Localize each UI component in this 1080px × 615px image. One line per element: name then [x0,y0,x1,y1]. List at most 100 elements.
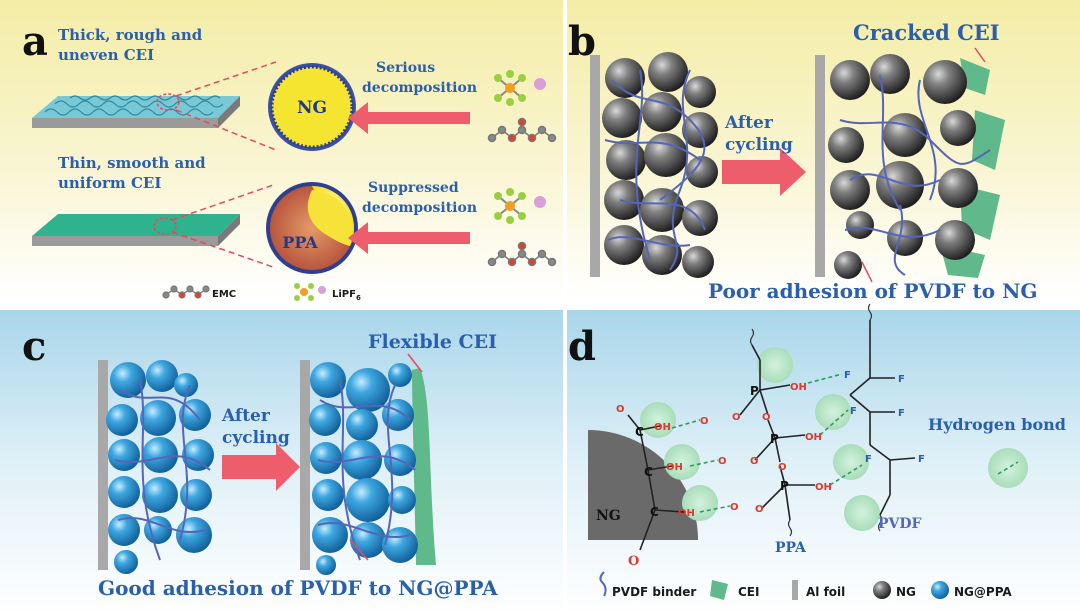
ngppa-particle [108,439,140,471]
after-cycling-c-1: After [221,406,271,426]
ng-particle [828,127,864,163]
poor-adhesion-label: Poor adhesion of PVDF to NG [708,279,1037,303]
ng-particle [604,180,644,220]
lipf6-legend-sub: 6 [356,294,361,302]
pvdf-binder-before [604,69,706,271]
legend-cei-icon [710,580,728,600]
atom-label-f: F [898,408,905,419]
cracked-cei-label: Cracked CEI [853,20,1000,45]
ng-particle [604,225,644,265]
atom-label-f: F [918,454,925,465]
atom-label-oh: OH [678,508,695,519]
ngppa-particle [176,517,212,553]
smooth-cei-top [32,214,240,236]
ng-particle [605,58,645,98]
legend-pvdf-label: PVDF binder [612,585,696,599]
ngppa-particle [388,363,412,387]
ng-particle [602,98,642,138]
legend-ngppa-label: NG@PPA [954,585,1012,599]
ng-particle [830,60,870,100]
ngppa-particles-after [309,362,418,575]
emc-legend-molecule [162,285,210,299]
atom-label-p: P [780,479,789,493]
emc-molecule-bottom [487,241,557,267]
ngppa-particle [144,516,172,544]
ng-particle [883,113,927,157]
serious-decomposition-arrow [348,102,470,134]
ng-particle [644,133,688,177]
ng-particle [682,246,714,278]
ngppa-particle [180,479,212,511]
ngppa-particle [342,440,382,480]
ng-particle [606,140,646,180]
atom-label-o: O [778,462,787,473]
thick-cei-label-1: Thick, rough and [58,26,203,44]
atom-label-f: F [898,374,905,385]
ngppa-particle [140,400,176,436]
atom-label-o: O [616,404,625,415]
ngppa-particle [346,478,390,522]
ng-particle [682,200,718,236]
emc-molecule-top [487,117,557,143]
al-foil-b-left [590,55,600,277]
bottom-band [0,310,1080,615]
thin-cei-label-2: uniform CEI [58,174,161,192]
atom-label-o: O [730,502,739,513]
after-cycling-arrow-b [722,148,806,196]
atom-label-o: O [718,456,727,467]
pvdf-binder-c-after [317,379,416,561]
panel-letter-a: a [22,18,48,65]
ng-particles-after [828,54,978,279]
ng-sphere-label: NG [297,98,327,118]
lipf6-legend-label: LiPF6 [332,289,361,302]
after-cycling-b-1: After [724,113,774,133]
ppa-label-d: PPA [775,540,807,556]
ng-particle [846,211,874,239]
legend-pvdf-icon [599,571,607,597]
ng-particle [876,161,924,209]
after-cycling-arrow-c [222,443,300,491]
zoom-circle-bottom [153,217,177,235]
panel-a: a Thick, rough and uneven CEI NG Serious… [22,18,557,302]
atom-label-oh: OH [805,432,822,443]
zoom-circle-top [156,93,180,111]
ngppa-particle [110,362,146,398]
atom-label-o: O [755,504,764,515]
ng-particle [935,220,975,260]
ng-particle [887,220,923,256]
ng-particle [870,54,910,94]
al-foil-b-right [815,55,825,277]
hydrogen-bond-dashes [671,373,1019,513]
serious-label-2: decomposition [362,80,477,96]
ngppa-particle [312,479,344,511]
atom-label-o: O [732,412,741,423]
atom-label-c: C [650,505,659,519]
ngppa-particles-before [106,360,214,574]
ngppa-particle [108,476,140,508]
legend-al-foil-label: Al foil [806,585,845,599]
legend-ngppa-icon [931,581,949,599]
lipf6-molecule-top [494,70,546,106]
al-foil-c-right [300,360,310,570]
flexible-cei-label: Flexible CEI [368,331,497,353]
molecular-bonds [627,320,916,551]
ngppa-particle [142,477,178,513]
atom-label-p: P [770,432,779,446]
ngppa-particle [312,517,348,553]
legend-cei-label: CEI [738,585,759,599]
al-foil-c-left [98,360,108,570]
ngppa-particle [106,404,138,436]
atom-label-p: P [750,384,759,398]
suppressed-label-2: decomposition [362,200,477,216]
flexible-cei-layer [412,368,436,565]
emc-legend-label: EMC [212,289,236,300]
atom-label-o: O [700,416,709,427]
ngppa-particle [182,439,214,471]
lipf6-legend-molecule [294,283,326,301]
ngppa-particle [310,442,342,474]
ng-particle [648,52,688,92]
hydrogen-bond-label: Hydrogen bond [928,415,1066,434]
panel-c: c After cycling Flexible CEI Good adhesi… [22,323,498,600]
ngppa-particle [316,555,336,575]
ngppa-particle [309,404,341,436]
